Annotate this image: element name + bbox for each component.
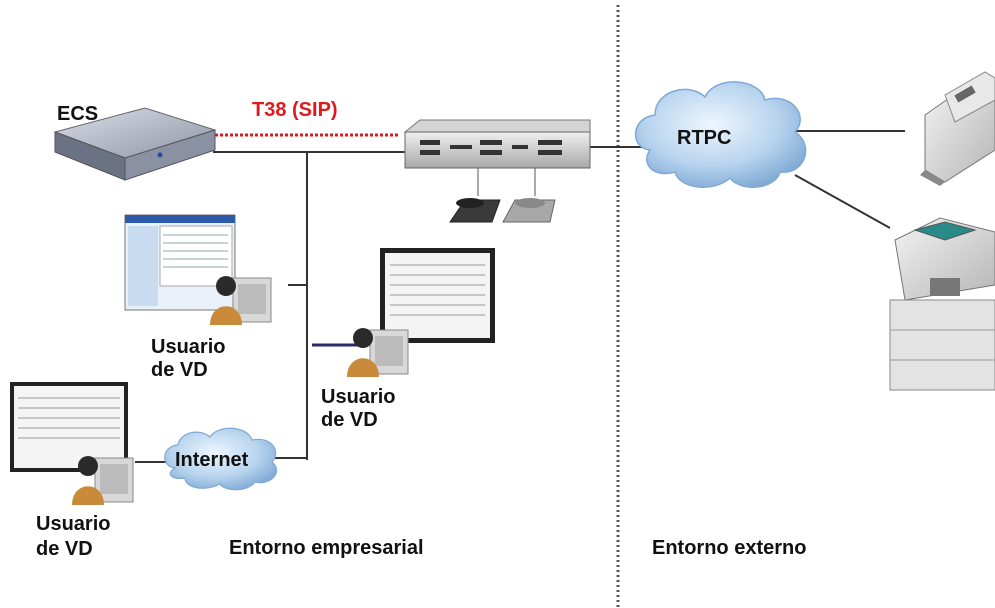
fax-machine-icon (920, 71, 995, 186)
user-workstation-icon (72, 456, 134, 505)
ecs-label: ECS (57, 103, 99, 125)
connection-lines (135, 130, 905, 463)
phone-icon (502, 168, 556, 223)
user-workstation-icon (347, 328, 409, 377)
t38-sip-label: T38 (SIP) (252, 99, 338, 121)
user-label-2-line2: de VD (321, 409, 378, 431)
phone-icon (449, 168, 501, 223)
user-label-1-line1: Usuario (151, 336, 226, 358)
internet-label: Internet (175, 449, 249, 471)
screen-icon (10, 382, 128, 472)
multifunction-printer-icon (889, 217, 995, 391)
screen-icon (124, 214, 236, 311)
screen-icon (380, 248, 495, 343)
rtpc-label: RTPC (677, 127, 732, 149)
user-label-2-line1: Usuario (321, 386, 396, 408)
server-icon (53, 107, 217, 181)
user-label-1-line2: de VD (151, 359, 208, 381)
user-workstation-icon (210, 276, 272, 325)
cloud-icon (634, 81, 807, 188)
external-environment-label: Entorno externo (652, 537, 807, 559)
user-label-3-line1: Usuario (36, 513, 111, 535)
enterprise-environment-label: Entorno empresarial (229, 537, 424, 559)
user-label-3-line2: de VD (36, 538, 93, 560)
pbx-switch-icon (403, 119, 591, 169)
cloud-icon (164, 427, 278, 491)
